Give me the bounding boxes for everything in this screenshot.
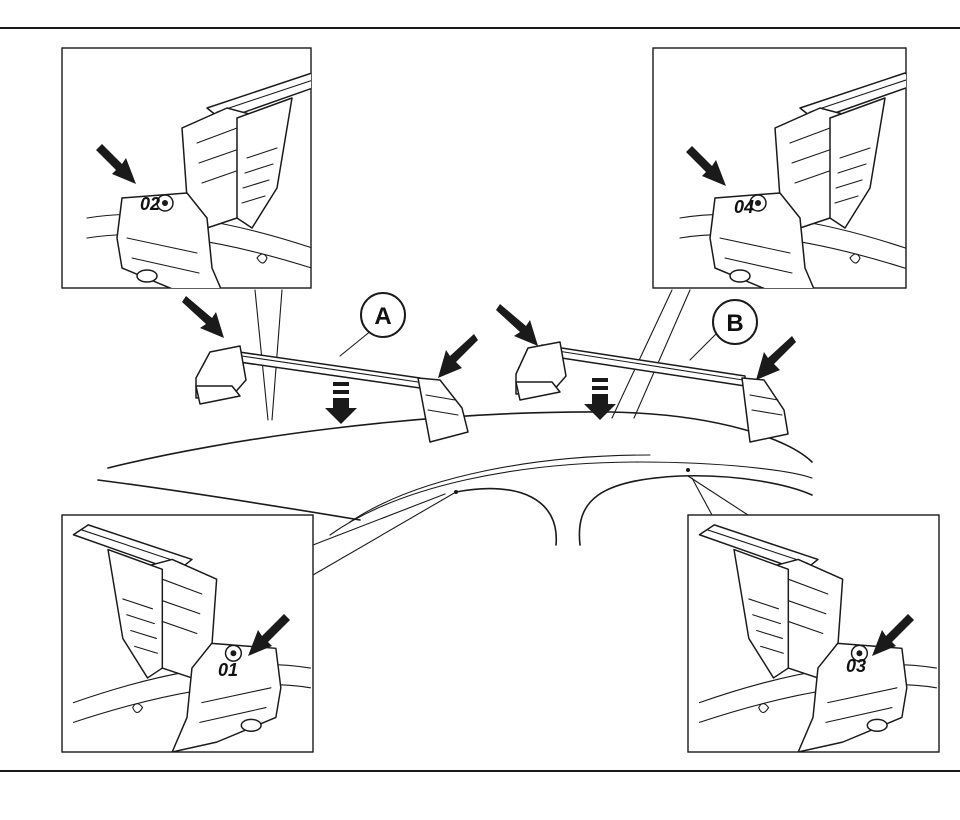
inset-foot-03: 03 (687, 514, 940, 753)
inset-foot-01: 01 (61, 514, 314, 753)
roof-bar-b (515, 333, 789, 443)
callout-b-label: B (726, 310, 743, 337)
foot-label-01: 01 (218, 660, 238, 680)
callout-b: B (712, 299, 758, 345)
car-roof-outline (97, 411, 813, 546)
down-arrow-b (584, 378, 616, 420)
callout-a: A (360, 292, 406, 338)
foot-label-03: 03 (846, 656, 866, 676)
callout-a-label: A (374, 303, 391, 330)
leader-lines (254, 289, 749, 576)
pointer-arrows-main (182, 296, 796, 380)
foot-label-02: 02 (140, 194, 160, 214)
down-arrow-a (325, 382, 357, 424)
inset-foot-02: 02 (61, 47, 312, 289)
inset-foot-04: 04 (652, 47, 907, 289)
foot-label-04: 04 (734, 197, 754, 217)
roof-bar-a (195, 329, 469, 443)
